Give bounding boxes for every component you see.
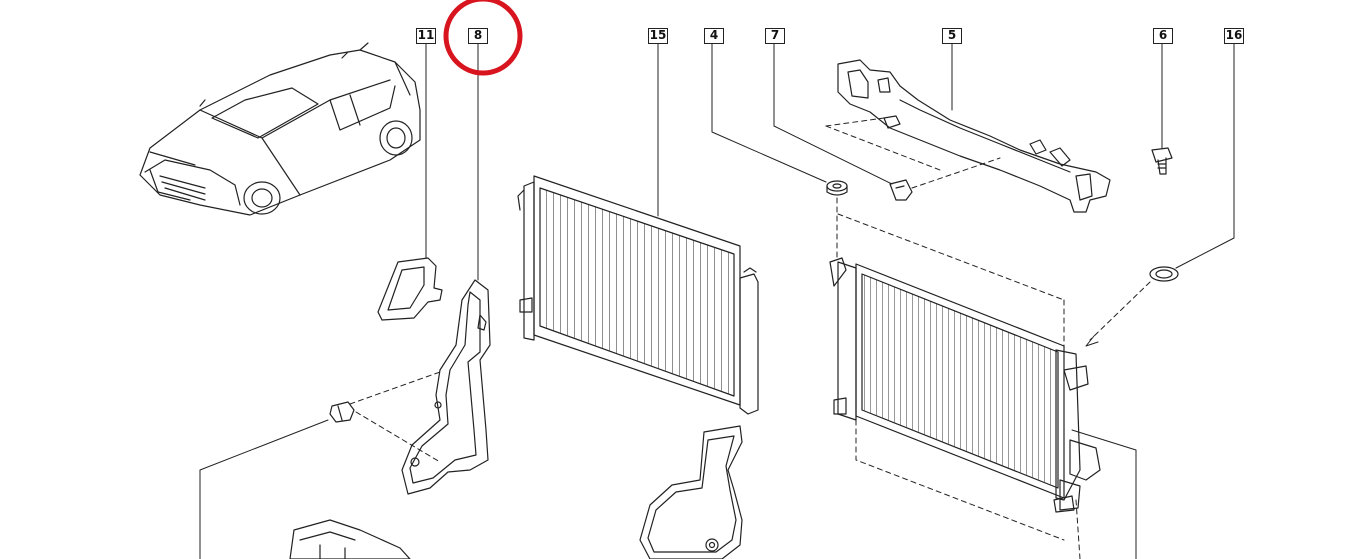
callout-6[interactable]: 6 [1153,28,1173,44]
part-8-deflector [401,43,491,495]
part-11-bracket [377,43,443,321]
callout-15[interactable]: 15 [648,28,668,44]
lower-deflector [639,425,743,559]
callout-5[interactable]: 5 [942,28,962,44]
part-4-grommet [711,43,848,259]
callout-4[interactable]: 4 [704,28,724,44]
callout-7[interactable]: 7 [765,28,785,44]
callout-8[interactable]: 8 [468,28,488,44]
part-7-clip [773,43,1001,201]
radiator [829,213,1137,559]
part-15-condenser [517,43,759,415]
bottom-left-part [289,519,411,559]
callout-16[interactable]: 16 [1224,28,1244,44]
screw-clip-left [199,371,441,559]
part-16-seal [1085,43,1235,347]
highlight-circle-icon [443,0,523,76]
callout-11[interactable]: 11 [416,28,436,44]
part-6-bolt [1151,43,1173,175]
vehicle-icon [139,42,421,216]
part-5-cross-member [825,35,1111,213]
